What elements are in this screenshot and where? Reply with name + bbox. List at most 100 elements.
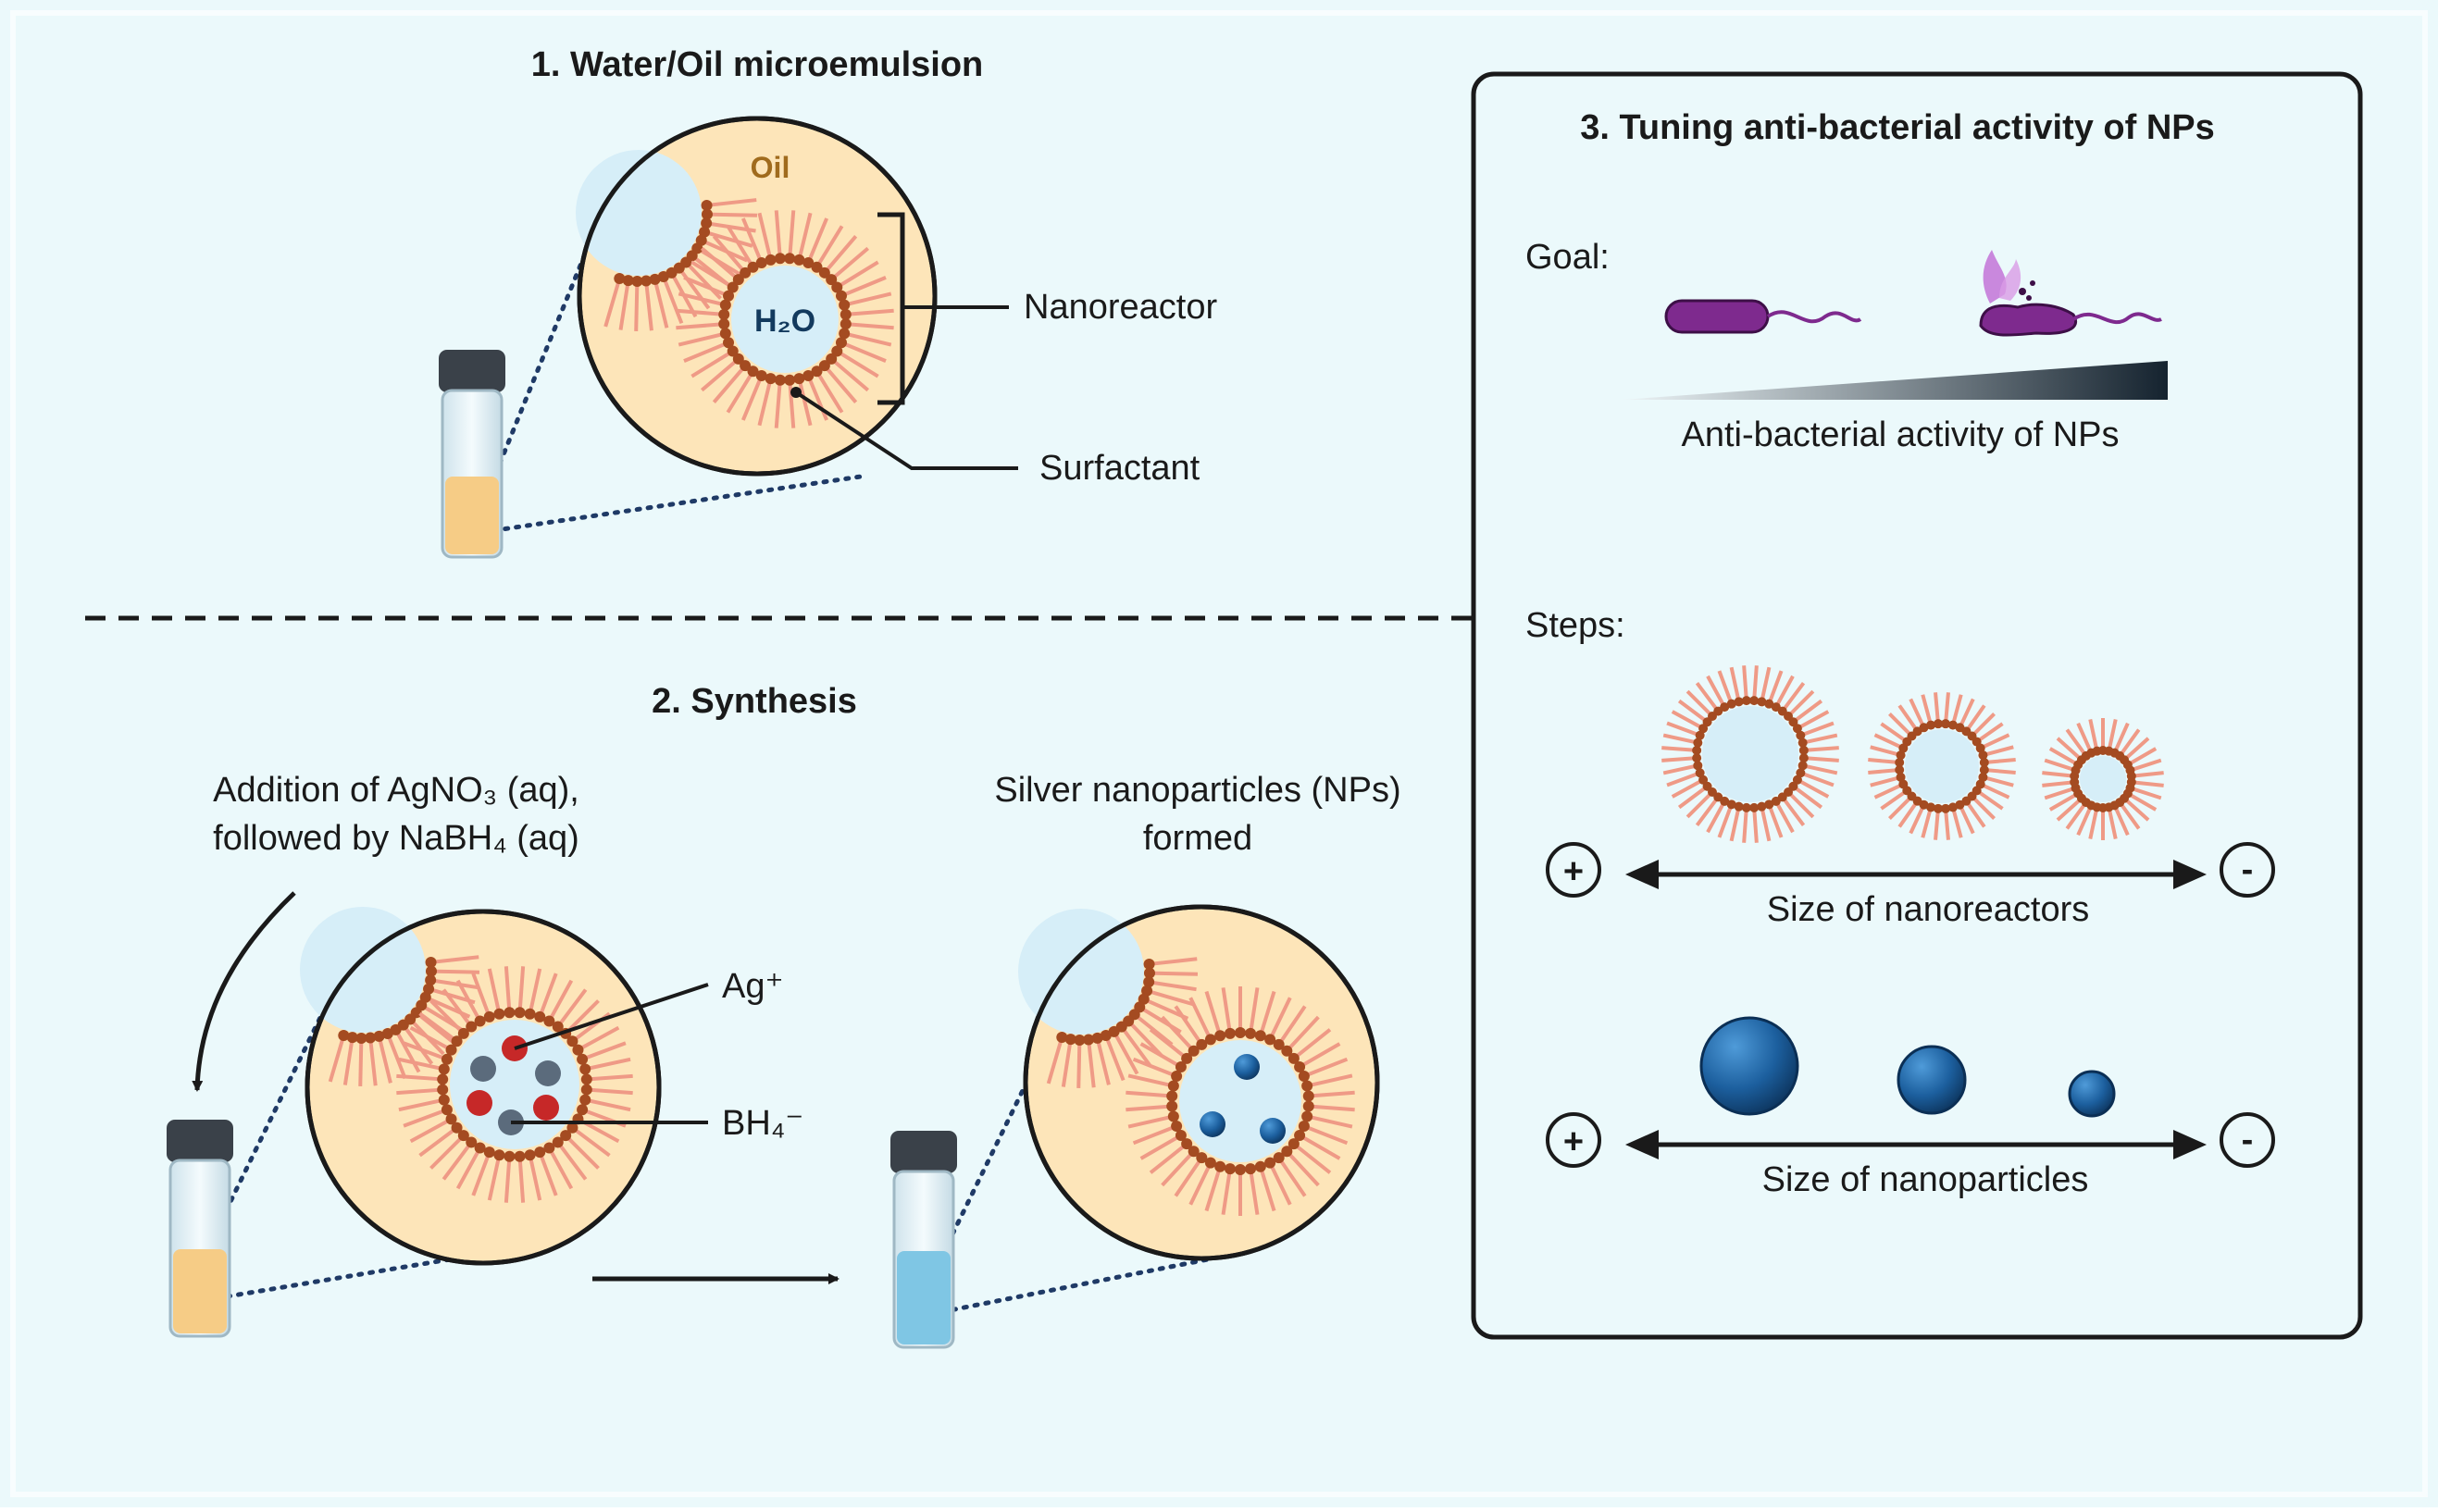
surfactant-tail: [1277, 1157, 1307, 1197]
surfactant-tail: [1799, 721, 1835, 737]
vial-cap: [890, 1131, 957, 1173]
surfactant-head: [614, 273, 626, 285]
surfactant-tail: [1306, 1114, 1353, 1129]
surfactant-head: [451, 1035, 463, 1047]
surfactant-tail: [815, 370, 844, 414]
surfactant-tail: [1873, 733, 1905, 750]
surfactant-head: [504, 1150, 516, 1162]
surfactant-tail: [1677, 785, 1709, 810]
surfactant-head: [355, 1032, 367, 1044]
surfactant-tail: [2122, 737, 2150, 762]
surfactant-tail: [504, 966, 512, 1013]
surfactant-tail: [2131, 771, 2164, 778]
surfactant-head: [1979, 765, 1989, 775]
surfactant-head: [483, 1010, 495, 1022]
surfactant-head: [1698, 775, 1709, 785]
surfactant-tail: [1934, 692, 1940, 725]
surfactant-tail: [806, 217, 829, 264]
surfactant-head: [622, 275, 634, 287]
surfactant-head: [560, 1130, 572, 1142]
surfactant-tail: [1984, 768, 2016, 775]
surfactant-head: [802, 257, 815, 269]
surfactant-tail: [2065, 728, 2088, 758]
surfactant-head: [793, 254, 805, 266]
surfactant-leader: [794, 390, 1018, 470]
surfactant-head: [1796, 730, 1806, 740]
surfactant-tail: [1661, 756, 1698, 762]
surfactant-head: [718, 308, 730, 320]
partial-micelle: [1018, 909, 1199, 1089]
surfactant-tail: [653, 279, 669, 328]
vial-reactants: [167, 1120, 233, 1338]
surfactant-tail: [1306, 1073, 1353, 1088]
surfactant-head: [1188, 1146, 1200, 1158]
surfactant-tail: [1944, 808, 1950, 840]
surfactant-head: [1204, 1034, 1216, 1046]
partial-micelle: [576, 150, 758, 332]
surfactant-head: [1695, 730, 1705, 740]
surfactant-tail: [676, 322, 725, 330]
surfactant-tail: [1870, 775, 1902, 787]
surfactant-head: [1214, 1160, 1226, 1172]
surfactant-tail: [1934, 808, 1940, 840]
surfactant-tail: [2044, 786, 2077, 800]
vial-liquid: [897, 1251, 951, 1345]
surfactant-head: [373, 1030, 385, 1042]
surfactant-tail: [442, 988, 473, 1028]
surfactant-tail: [840, 275, 887, 298]
silver-nanoparticle: [1200, 1111, 1225, 1137]
surfactant-head: [580, 1084, 592, 1096]
surfactant-head: [1693, 761, 1703, 771]
surfactant-head: [1771, 796, 1781, 806]
surfactant-tail: [429, 999, 466, 1035]
surfactant-head: [524, 1008, 536, 1020]
surfactant-tail: [1127, 1114, 1175, 1129]
surfactant-head: [1204, 1157, 1216, 1169]
bh4-ion: [535, 1060, 561, 1086]
surfactant-tail: [1188, 1161, 1213, 1206]
surfactant-tail: [2042, 771, 2075, 778]
surfactant-tail: [342, 1036, 355, 1085]
surfactant-tail: [1685, 689, 1714, 718]
surfactant-tail: [1786, 689, 1815, 718]
surfactant-tail: [418, 1126, 458, 1158]
surfactant-tail: [1729, 666, 1741, 702]
surfactant-tail: [678, 331, 727, 347]
surfactant-tail: [757, 378, 773, 427]
surfactant-tail: [396, 1073, 443, 1082]
surfactant-head: [474, 1015, 486, 1027]
surfactant-head: [774, 253, 786, 265]
surfactant-head: [580, 1073, 592, 1085]
surfactant-tail: [1127, 1073, 1175, 1088]
surfactant-tail: [1126, 1090, 1173, 1098]
surfactant-head: [1734, 801, 1744, 812]
surfactant-tail: [1149, 1028, 1188, 1060]
surfactant-tail: [684, 261, 722, 300]
surfactant-tail: [1802, 733, 1838, 745]
surfactant-tail: [1671, 778, 1705, 799]
surfactant-tail: [1964, 799, 1986, 828]
surfactant-tail: [1873, 782, 1905, 799]
surfactant-tail: [471, 973, 491, 1018]
oil-phase-outline: [577, 116, 938, 477]
surfactant-head: [732, 274, 744, 286]
surfactant-tail: [1781, 796, 1806, 827]
surfactant-tail: [1161, 1015, 1196, 1053]
zoom-line-bottom-3: [928, 1256, 1215, 1317]
water-core: [576, 150, 702, 276]
surfactant-head: [649, 273, 661, 285]
surfactant-head: [1264, 1034, 1276, 1046]
addition-arrow: [192, 891, 296, 1092]
surfactant-head: [445, 1044, 457, 1056]
surfactant-tail: [1292, 1142, 1332, 1174]
surfactant-head: [1298, 1121, 1310, 1133]
surfactant-tail: [430, 969, 480, 974]
surfactant-tail: [1767, 670, 1784, 705]
surfactant-head: [1224, 1163, 1236, 1175]
surfactant-tail: [581, 1041, 627, 1061]
ag-ion: [533, 1095, 559, 1121]
surfactant-head: [534, 1010, 546, 1022]
oil-phase-outline: [1023, 904, 1380, 1261]
plus-icon: [1546, 1112, 1601, 1168]
